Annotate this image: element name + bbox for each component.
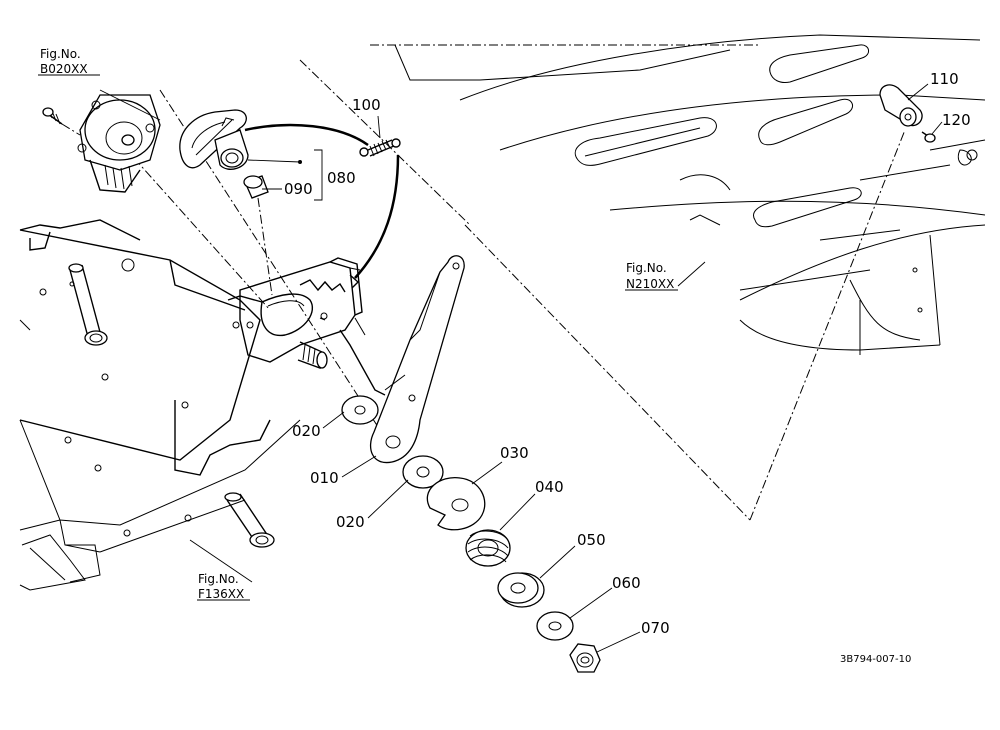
diagram-code: 3B794-007-10 <box>840 654 911 665</box>
part-060-washer <box>536 611 574 641</box>
callout-090: 090 <box>284 180 313 198</box>
part-070-nut <box>569 643 601 673</box>
fig-ref-prefix-top: Fig.No. <box>40 47 81 61</box>
part-100-spring <box>359 138 401 157</box>
part-040-coil-spring <box>465 529 511 567</box>
deck-panel-n210xx <box>370 34 986 355</box>
part-050-collar <box>497 572 545 608</box>
frame-f136xx <box>19 219 301 591</box>
fig-ref-prefix-bottom: Fig.No. <box>198 572 239 586</box>
lever-bracket <box>239 257 386 396</box>
spring-wire-path <box>244 123 400 289</box>
callout-040: 040 <box>535 478 564 496</box>
actuator-motor-b020xx <box>42 94 161 193</box>
fig-ref-prefix-right: Fig.No. <box>626 261 667 275</box>
callout-060: 060 <box>612 574 641 592</box>
fig-ref-code-right: N210XX <box>626 277 674 291</box>
part-120-bolt <box>921 131 936 143</box>
part-110-stopper <box>879 84 923 127</box>
callout-020-lower: 020 <box>336 513 365 531</box>
callout-100: 100 <box>352 96 381 114</box>
callout-080: 080 <box>327 169 356 187</box>
callout-110: 110 <box>930 70 959 88</box>
callout-030: 030 <box>500 444 529 462</box>
part-080-lever-assy <box>179 109 249 170</box>
leader-lines <box>38 74 943 653</box>
callout-010: 010 <box>310 469 339 487</box>
callout-120: 120 <box>942 111 971 129</box>
part-020-washer-lower <box>402 455 444 489</box>
fig-ref-code-bottom: F136XX <box>198 587 244 601</box>
part-030-cam-plate <box>426 476 486 531</box>
callout-020-upper: 020 <box>292 422 321 440</box>
fig-ref-code-top: B020XX <box>40 62 88 76</box>
part-020-washer-upper <box>341 395 379 425</box>
callout-070: 070 <box>641 619 670 637</box>
part-090-bushing <box>243 175 273 296</box>
part-010-lever-arm <box>369 255 465 464</box>
callout-050: 050 <box>577 531 606 549</box>
